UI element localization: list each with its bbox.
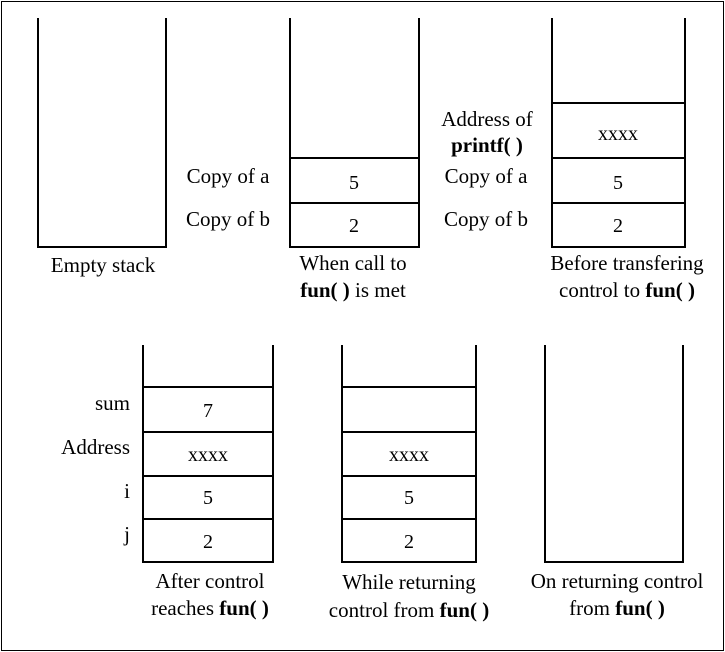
call-cell-value-b: 2 <box>349 215 359 237</box>
call-label-copy-a: Copy of a <box>187 164 271 188</box>
call-label-copy-b: Copy of b <box>186 207 270 231</box>
before-caption-line1: Before transfering <box>550 251 704 275</box>
after-cell-value-i: 5 <box>203 487 213 509</box>
after-caption-fun: fun( ) <box>219 596 269 620</box>
before-cell-value-b: 2 <box>613 215 623 237</box>
after-caption-line1: After control <box>155 569 264 593</box>
after-stack-cell-j <box>142 518 274 563</box>
before-cell-value-a: 5 <box>613 172 623 194</box>
after-caption-prefix: reaches <box>151 596 219 620</box>
before-label-copy-b: Copy of b <box>444 207 528 231</box>
after-label-j: j <box>123 522 130 546</box>
before-stack-cell-b <box>551 202 686 248</box>
after-cell-value-sum: 7 <box>203 400 213 422</box>
before-label-copy-a: Copy of a <box>445 164 529 188</box>
after-label-sum: sum <box>95 391 130 415</box>
before-label-address-line2: printf( ) <box>451 133 523 157</box>
before-label-address-line1: Address of <box>441 107 533 131</box>
returned-caption-prefix: from <box>569 596 615 620</box>
returning-caption-fun: fun( ) <box>440 598 490 622</box>
after-cell-value-j: 2 <box>203 531 213 553</box>
call-stack-cell-b <box>289 202 420 248</box>
returning-caption-line1: While returning <box>342 570 476 594</box>
after-label-i: i <box>124 479 130 503</box>
returned-stack-outline <box>544 345 684 563</box>
returning-cell-value-j: 2 <box>404 531 414 553</box>
returned-caption-fun: fun( ) <box>615 596 665 620</box>
after-caption-line2: reaches fun( ) <box>151 596 269 620</box>
empty-stack-outline <box>37 18 167 248</box>
call-caption-line1: When call to <box>299 251 406 275</box>
call-caption-line2: fun( ) is met <box>300 278 406 302</box>
call-caption-rest: is met <box>350 278 406 302</box>
after-label-address: Address <box>61 435 130 459</box>
call-cell-value-a: 5 <box>349 172 359 194</box>
call-caption-fun: fun( ) <box>300 278 350 302</box>
returning-caption-line2: control from fun( ) <box>329 598 489 622</box>
returning-cell-value-address: xxxx <box>389 444 429 466</box>
call-stack-outline <box>289 18 420 248</box>
before-cell-value-address: xxxx <box>598 123 638 145</box>
returned-caption-line1: On returning control <box>531 569 704 593</box>
empty-stack-caption: Empty stack <box>51 253 156 277</box>
returning-caption-prefix: control from <box>329 598 440 622</box>
before-caption-prefix: control to <box>559 278 645 302</box>
before-caption-line2: control to fun( ) <box>559 278 695 302</box>
returning-stack-cell-empty <box>341 386 477 433</box>
returning-cell-value-i: 5 <box>404 487 414 509</box>
returning-stack-cell-j <box>341 518 477 563</box>
before-caption-fun: fun( ) <box>645 278 695 302</box>
returned-caption-line2: from fun( ) <box>569 596 665 620</box>
after-cell-value-address: xxxx <box>188 444 228 466</box>
